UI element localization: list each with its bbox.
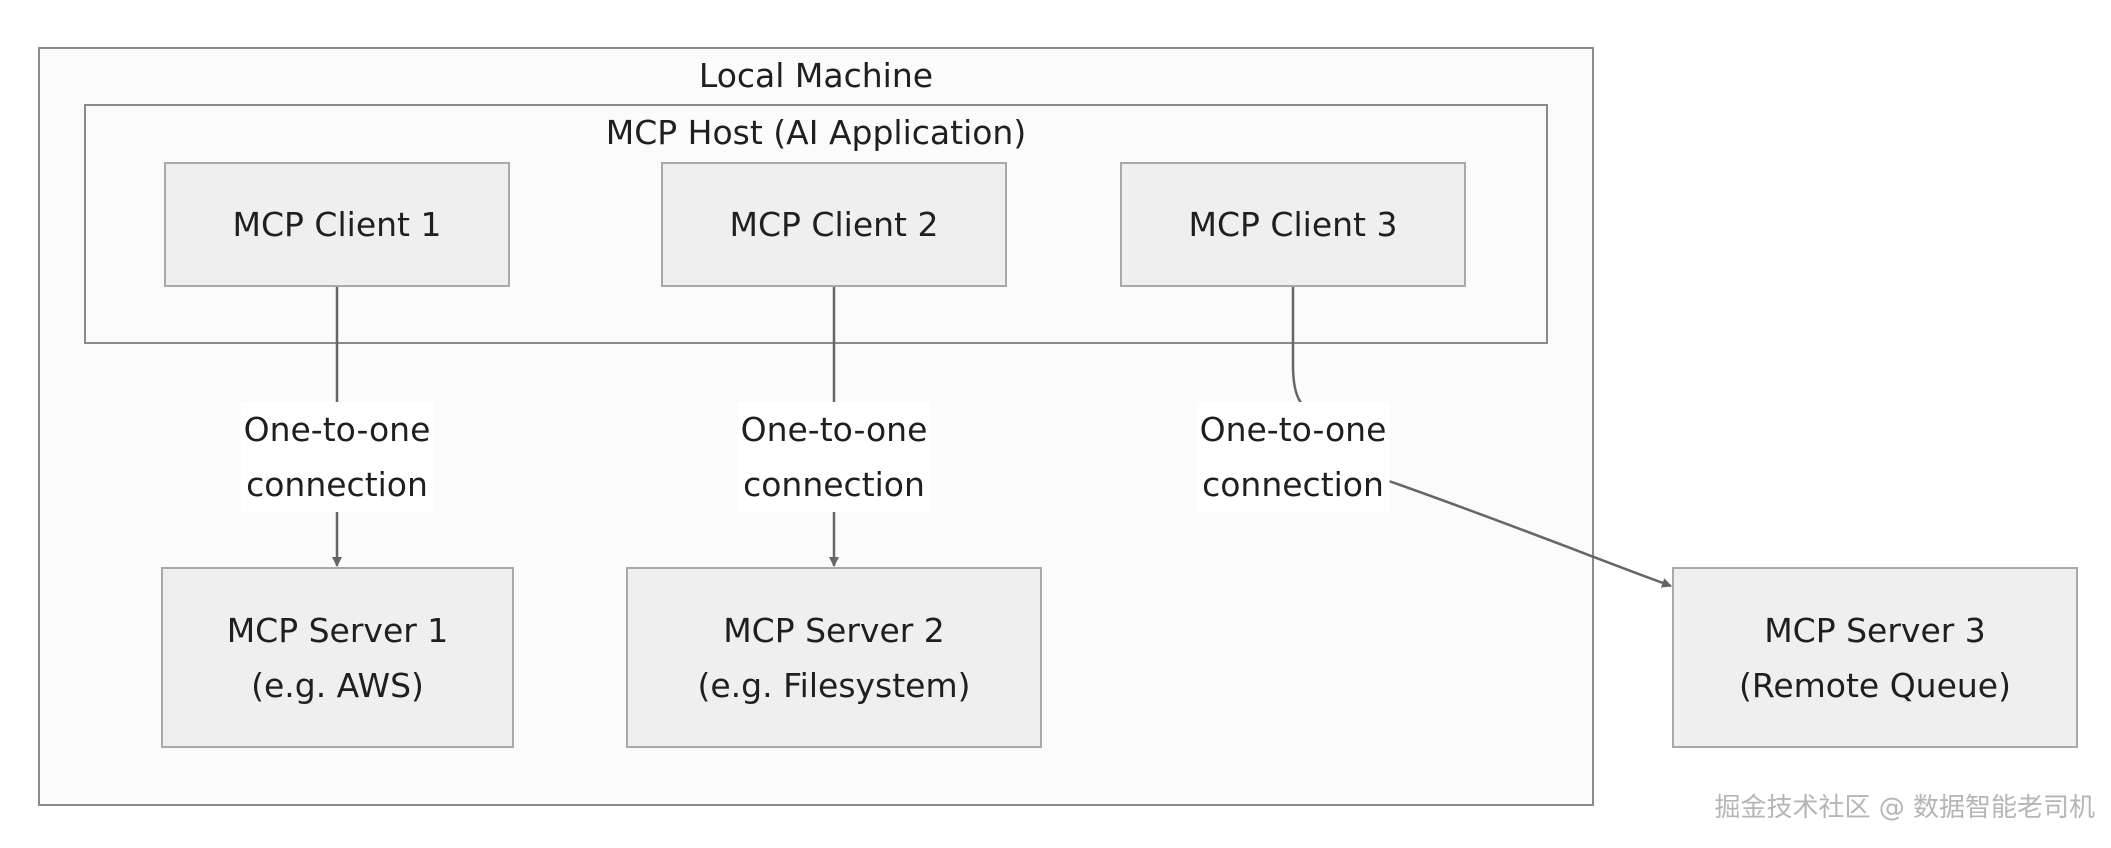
mcp-client-2-node: MCP Client 2 bbox=[661, 162, 1007, 287]
edge-1-label: One-to-one connection bbox=[240, 402, 434, 512]
edge-1-label-line1: One-to-one bbox=[243, 410, 431, 449]
mcp-server-2-name: MCP Server 2 bbox=[723, 610, 945, 650]
mcp-server-2-note: (e.g. Filesystem) bbox=[697, 665, 971, 705]
edge-2-label-line2: connection bbox=[743, 465, 925, 504]
mcp-server-1-name: MCP Server 1 bbox=[226, 610, 449, 650]
edge-2-label: One-to-one connection bbox=[737, 402, 931, 512]
watermark-text: 掘金技术社区 @ 数据智能老司机 bbox=[1714, 793, 2095, 823]
mcp-server-2-node: MCP Server 2 (e.g. Filesystem) bbox=[626, 567, 1042, 748]
mcp-server-3-name: MCP Server 3 bbox=[1764, 610, 1986, 650]
edge-2-label-line1: One-to-one bbox=[740, 410, 928, 449]
mcp-client-1-node: MCP Client 1 bbox=[164, 162, 510, 287]
edge-1-label-line2: connection bbox=[246, 465, 428, 504]
mcp-client-2-label: MCP Client 2 bbox=[729, 205, 939, 244]
mcp-host-title: MCP Host (AI Application) bbox=[605, 113, 1027, 152]
local-machine-title: Local Machine bbox=[698, 56, 934, 95]
edge-3-label-line1: One-to-one bbox=[1199, 410, 1387, 449]
edge-3-label-line2: connection bbox=[1202, 465, 1384, 504]
mcp-client-3-label: MCP Client 3 bbox=[1188, 205, 1398, 244]
mcp-server-1-note: (e.g. AWS) bbox=[251, 665, 424, 705]
mcp-server-1-node: MCP Server 1 (e.g. AWS) bbox=[161, 567, 514, 748]
edge-client-3-to-server-3 bbox=[1291, 287, 1672, 588]
edge-3-label: One-to-one connection bbox=[1196, 402, 1390, 512]
mcp-server-3-note: (Remote Queue) bbox=[1739, 665, 2011, 705]
mcp-client-1-label: MCP Client 1 bbox=[232, 205, 442, 244]
mcp-client-3-node: MCP Client 3 bbox=[1120, 162, 1466, 287]
mcp-server-3-node: MCP Server 3 (Remote Queue) bbox=[1672, 567, 2078, 748]
